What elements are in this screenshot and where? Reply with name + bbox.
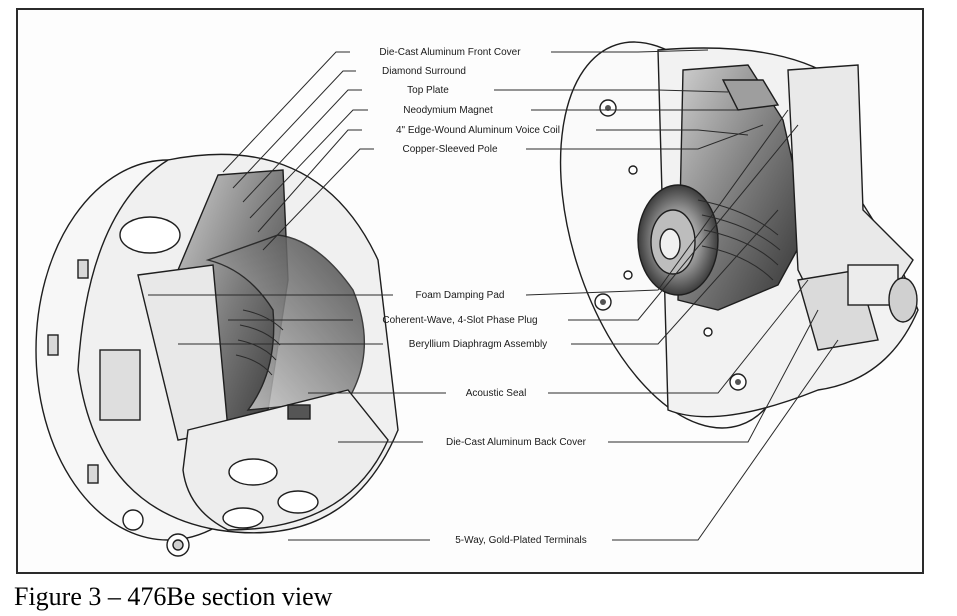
callout-back-cover: Die-Cast Aluminum Back Cover <box>446 437 587 448</box>
callout-phase-plug: Coherent-Wave, 4-Slot Phase Plug <box>382 315 537 326</box>
callout-diaphragm: Beryllium Diaphragm Assembly <box>409 339 547 350</box>
callout-diamond-surround: Diamond Surround <box>382 66 466 77</box>
figure-caption: Figure 3 – 476Be section view <box>14 582 333 611</box>
callout-acoustic-seal: Acoustic Seal <box>466 388 527 399</box>
callout-terminals: 5-Way, Gold-Plated Terminals <box>455 535 587 546</box>
figure-frame: Die-Cast Aluminum Front Cover Diamond Su… <box>16 8 924 574</box>
callout-top-plate: Top Plate <box>407 85 449 96</box>
callout-copper-pole: Copper-Sleeved Pole <box>402 144 497 155</box>
callout-neodymium-magnet: Neodymium Magnet <box>403 105 493 116</box>
callout-front-cover: Die-Cast Aluminum Front Cover <box>379 47 521 58</box>
right-driver-cutaway <box>559 41 919 429</box>
leader-lines <box>148 49 839 541</box>
left-driver-cutaway <box>35 153 399 557</box>
callout-labels: Die-Cast Aluminum Front Cover Diamond Su… <box>379 47 586 546</box>
callout-voice-coil: 4" Edge-Wound Aluminum Voice Coil <box>396 125 560 136</box>
section-view-drawing: Die-Cast Aluminum Front Cover Diamond Su… <box>35 41 919 557</box>
callout-foam-damping-pad: Foam Damping Pad <box>416 290 505 301</box>
